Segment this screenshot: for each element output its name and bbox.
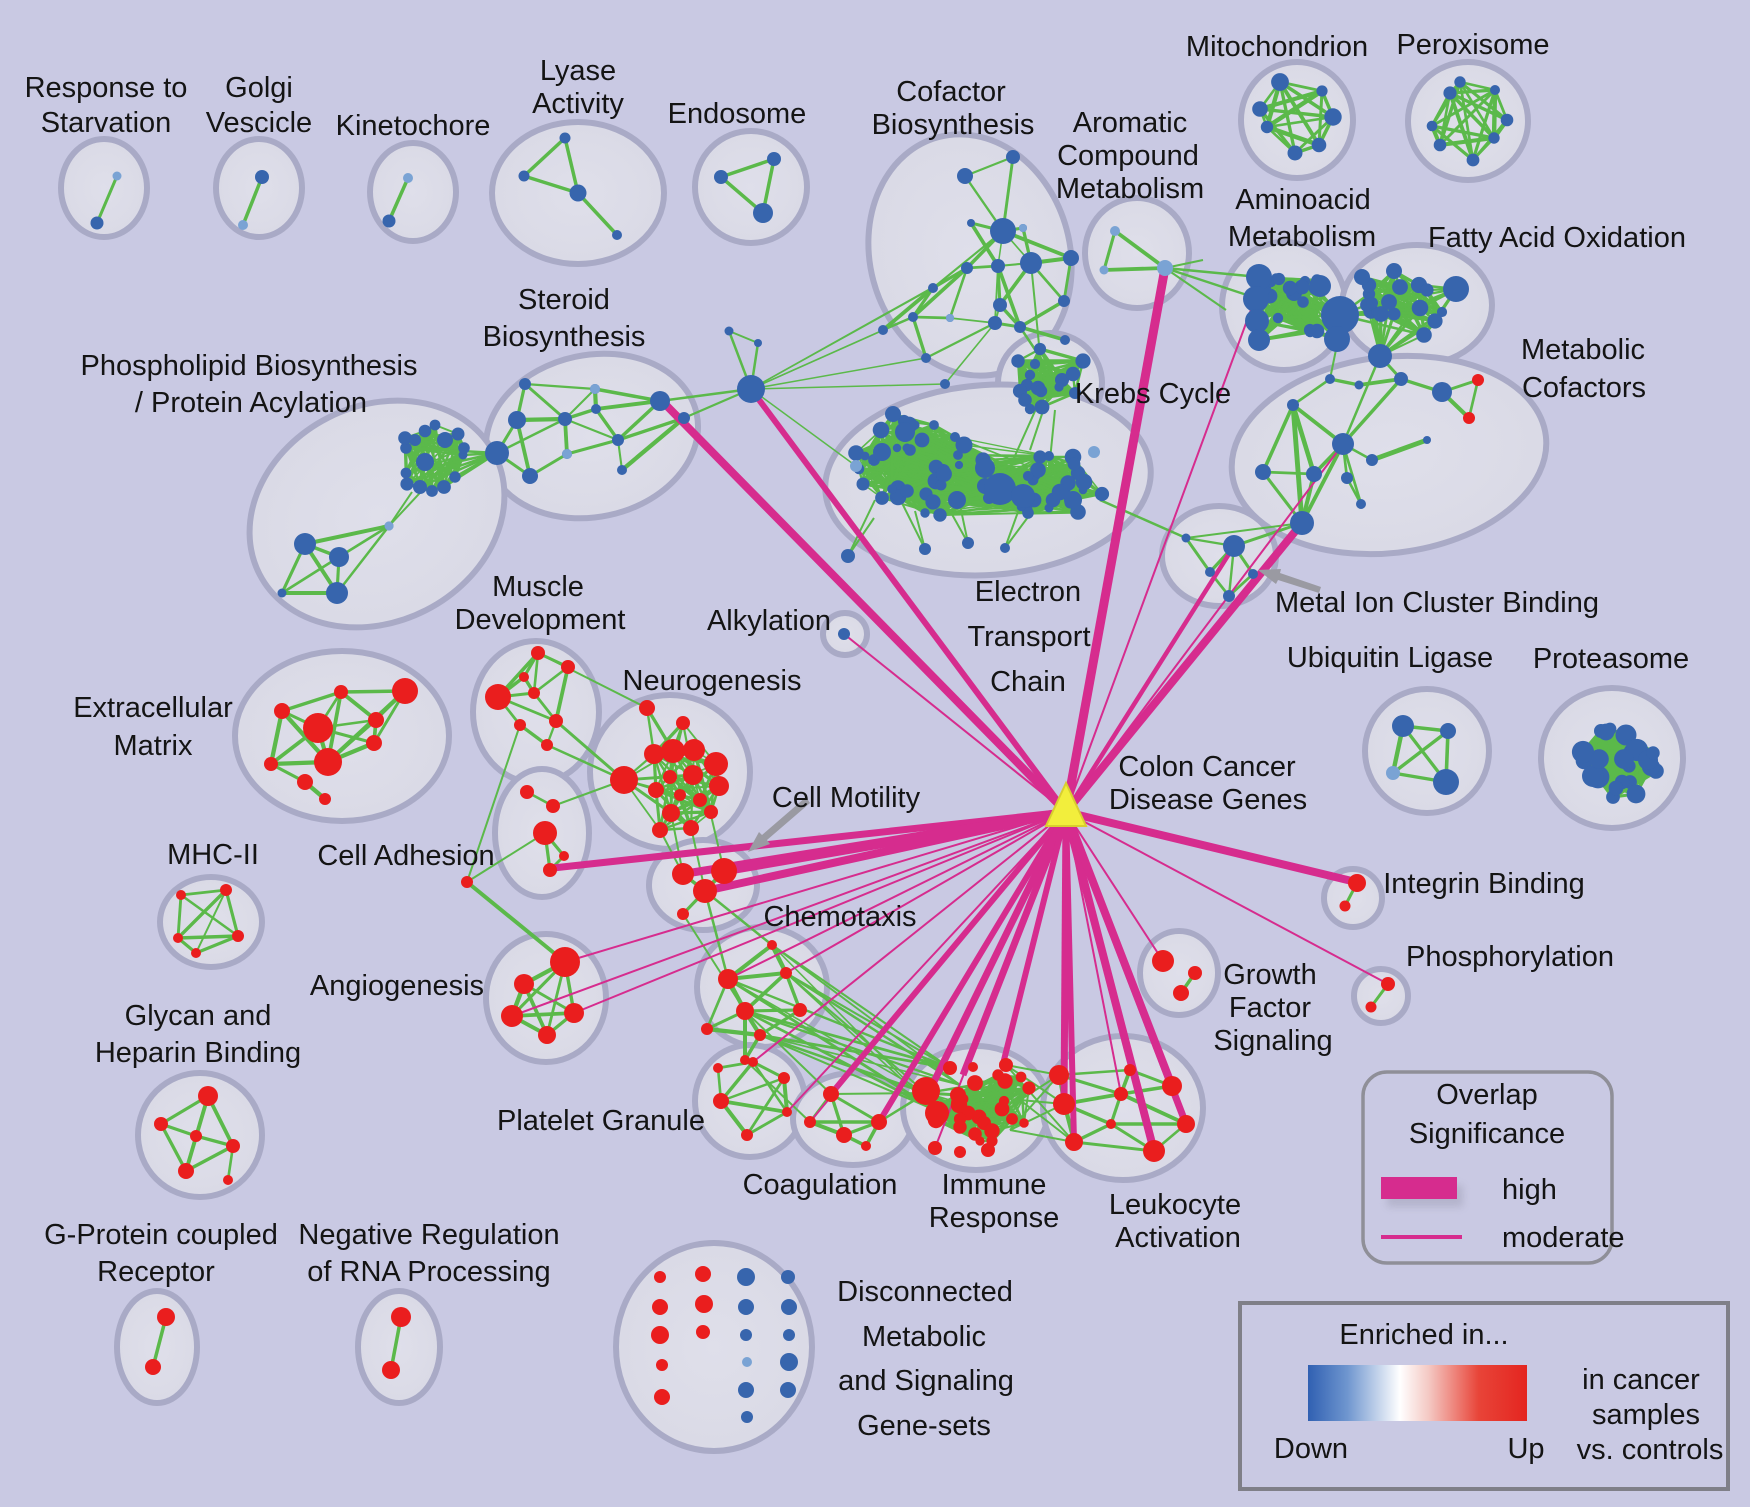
svg-text:vs. controls: vs. controls [1577,1434,1724,1466]
svg-text:Up: Up [1507,1433,1544,1465]
svg-text:Activity: Activity [532,88,624,120]
svg-text:Proteasome: Proteasome [1533,643,1689,675]
svg-text:Vescicle: Vescicle [206,107,312,139]
svg-text:Coagulation: Coagulation [743,1169,898,1201]
svg-text:Integrin Binding: Integrin Binding [1383,868,1585,900]
svg-text:Muscle: Muscle [492,571,584,603]
svg-text:Cofactor: Cofactor [896,76,1006,108]
svg-text:Cell Motility: Cell Motility [772,782,921,814]
svg-text:Disconnected: Disconnected [837,1276,1013,1308]
svg-text:Glycan and: Glycan and [125,1000,272,1032]
svg-text:Mitochondrion: Mitochondrion [1186,31,1368,63]
svg-text:Ubiquitin Ligase: Ubiquitin Ligase [1287,642,1493,674]
svg-text:Enriched in...: Enriched in... [1339,1319,1508,1351]
svg-text:Fatty Acid Oxidation: Fatty Acid Oxidation [1428,222,1686,254]
svg-text:Cell Adhesion: Cell Adhesion [317,840,494,872]
svg-text:Heparin Binding: Heparin Binding [95,1037,301,1069]
svg-text:Overlap: Overlap [1436,1079,1538,1111]
svg-text:Leukocyte: Leukocyte [1109,1189,1241,1221]
svg-text:Neurogenesis: Neurogenesis [623,665,802,697]
svg-text:Immune: Immune [942,1169,1047,1201]
svg-text:Negative Regulation: Negative Regulation [298,1219,559,1251]
svg-text:Down: Down [1274,1433,1348,1465]
svg-text:Golgi: Golgi [225,72,293,104]
svg-text:high: high [1502,1174,1557,1206]
svg-text:Significance: Significance [1409,1118,1565,1150]
svg-text:Growth: Growth [1223,959,1316,991]
svg-text:Response to: Response to [25,72,188,104]
svg-text:Endosome: Endosome [668,98,807,130]
svg-text:Phosphorylation: Phosphorylation [1406,941,1614,973]
svg-text:Starvation: Starvation [41,107,172,139]
svg-text:Peroxisome: Peroxisome [1396,29,1549,61]
svg-text:Factor: Factor [1229,992,1312,1024]
svg-text:Phospholipid Biosynthesis: Phospholipid Biosynthesis [81,350,418,382]
svg-text:Matrix: Matrix [114,730,193,762]
svg-text:Compound: Compound [1057,140,1199,172]
svg-text:Response: Response [929,1202,1060,1234]
svg-text:Metabolism: Metabolism [1056,173,1204,205]
svg-text:Kinetochore: Kinetochore [336,110,491,142]
svg-text:Krebs Cycle: Krebs Cycle [1075,378,1231,410]
svg-text:Angiogenesis: Angiogenesis [310,970,484,1002]
svg-text:Steroid: Steroid [518,284,610,316]
svg-text:Metabolic: Metabolic [862,1321,986,1353]
svg-text:Gene-sets: Gene-sets [857,1410,991,1442]
svg-text:Biosynthesis: Biosynthesis [483,321,646,353]
svg-text:Aminoacid: Aminoacid [1235,184,1370,216]
svg-text:Metal Ion Cluster Binding: Metal Ion Cluster Binding [1275,587,1599,619]
svg-text:Alkylation: Alkylation [707,605,831,637]
svg-text:Electron: Electron [975,576,1081,608]
svg-text:of RNA Processing: of RNA Processing [307,1256,550,1288]
svg-text:Disease Genes: Disease Genes [1109,784,1307,816]
svg-text:Lyase: Lyase [540,55,616,87]
svg-text:samples: samples [1592,1399,1700,1431]
svg-text:Metabolic: Metabolic [1521,334,1645,366]
svg-text:Transport: Transport [967,621,1090,653]
svg-text:G-Protein coupled: G-Protein coupled [44,1219,278,1251]
svg-text:Chain: Chain [990,666,1066,698]
svg-text:moderate: moderate [1502,1222,1625,1254]
svg-text:Cofactors: Cofactors [1522,372,1646,404]
svg-text:in cancer: in cancer [1582,1364,1700,1396]
svg-text:Receptor: Receptor [97,1256,215,1288]
svg-text:Chemotaxis: Chemotaxis [763,901,916,933]
svg-text:and Signaling: and Signaling [838,1365,1014,1397]
svg-text:MHC-II: MHC-II [167,839,259,871]
svg-text:Platelet Granule: Platelet Granule [497,1105,705,1137]
svg-text:Colon Cancer: Colon Cancer [1118,751,1296,783]
svg-text:Activation: Activation [1115,1222,1241,1254]
svg-text:Biosynthesis: Biosynthesis [872,109,1035,141]
svg-text:Signaling: Signaling [1213,1025,1332,1057]
svg-text:Extracellular: Extracellular [73,692,233,724]
svg-text:/ Protein Acylation: / Protein Acylation [135,387,367,419]
svg-text:Development: Development [455,604,626,636]
svg-text:Aromatic: Aromatic [1073,107,1187,139]
svg-text:Metabolism: Metabolism [1228,221,1376,253]
